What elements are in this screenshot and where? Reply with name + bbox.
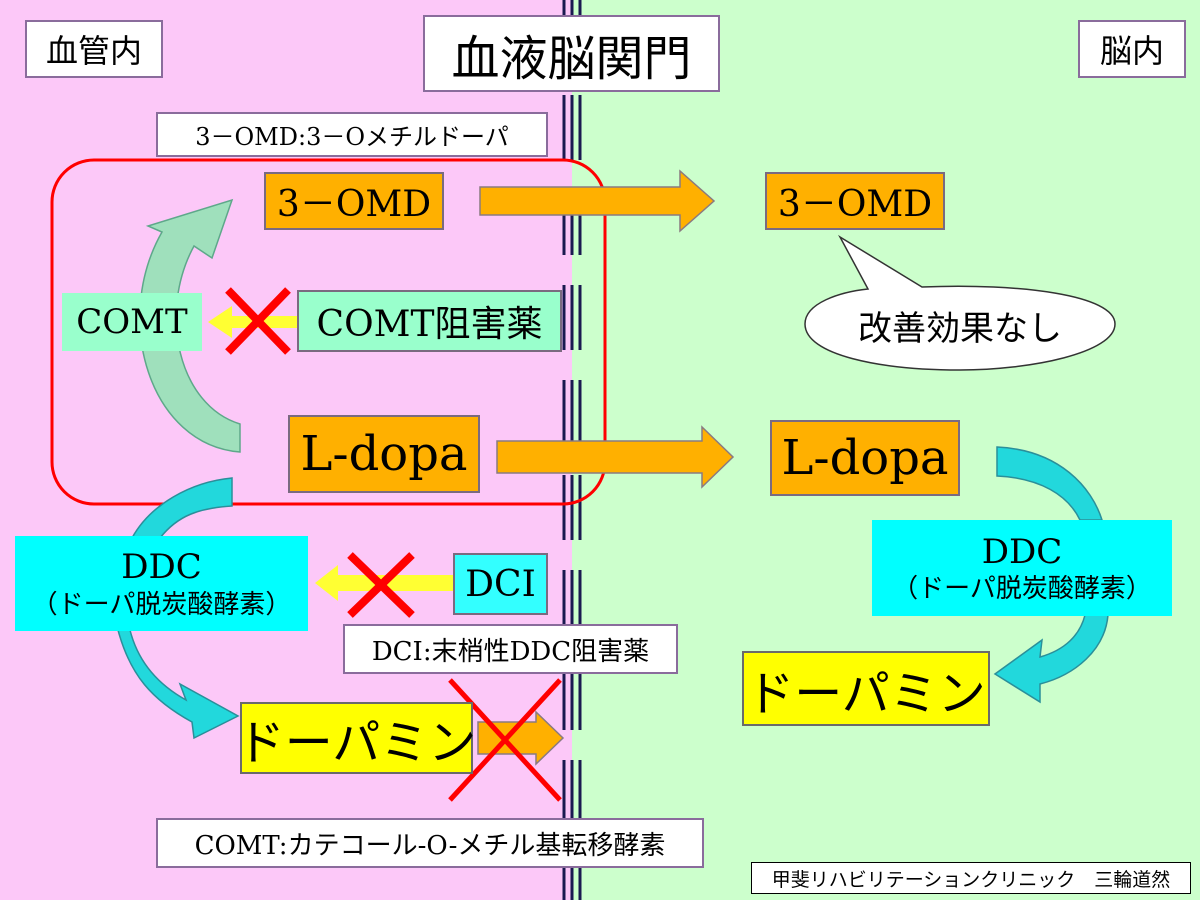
comt-inhibitor-box: COMT阻害薬 <box>297 290 562 352</box>
ldopa-to-ddc-left-arrow <box>130 477 233 539</box>
ddc-left-title: DDC <box>121 547 202 587</box>
omd-right-box: 3－OMD <box>765 172 945 230</box>
dopamine-right-box: ドーパミン <box>742 651 990 726</box>
ddc-right-title: DDC <box>981 531 1063 572</box>
ddc-left-box: DDC （ドーパ脱炭酸酵素） <box>15 536 308 631</box>
vessel-label: 血管内 <box>25 20 163 78</box>
ldopa-to-ddc-right-arrow <box>996 446 1104 521</box>
dci-block-cross <box>347 552 415 618</box>
omd-note: 3－OMD:3－Oメチルドーパ <box>156 112 548 157</box>
no-effect-bubble-shape <box>804 234 1116 371</box>
comt-curved-arrow <box>139 198 241 453</box>
ddc-right-subtitle: （ドーパ脱炭酸酵素） <box>892 574 1152 604</box>
ddc-to-dopamine-right-arrow <box>993 614 1109 704</box>
brain-label: 脳内 <box>1078 20 1186 78</box>
comt-block-cross <box>225 287 291 355</box>
ldopa-to-brain-arrow <box>496 425 735 489</box>
comt-box: COMT <box>62 293 202 351</box>
ddc-to-dopamine-left-arrow <box>117 629 240 740</box>
bbb-title: 血液脳関門 <box>423 15 720 92</box>
comt-pathway-frame <box>50 158 607 506</box>
dopamine-blocked-arrow <box>477 710 565 766</box>
ldopa-left-box: L-dopa <box>288 415 480 493</box>
dopamine-left-box: ドーパミン <box>237 702 476 774</box>
dci-note: DCI:末梢性DDC阻害薬 <box>343 624 678 674</box>
ldopa-right-box: L-dopa <box>770 420 960 496</box>
omd-to-brain-arrow <box>479 169 716 233</box>
omd-left-box: 3－OMD <box>264 172 444 230</box>
dci-box: DCI <box>453 553 548 615</box>
comt-note: COMT:カテコール-O-メチル基転移酵素 <box>156 818 704 868</box>
ddc-right-box: DDC （ドーパ脱炭酸酵素） <box>872 520 1172 616</box>
credit-label: 甲斐リハビリテーションクリニック 三輪道然 <box>751 862 1191 894</box>
ddc-left-subtitle: （ドーパ脱炭酸酵素） <box>31 589 292 620</box>
blood-brain-barrier-line <box>562 0 582 900</box>
dopamine-block-cross <box>448 678 562 802</box>
no-effect-text: 改善効果なし <box>858 308 1062 349</box>
